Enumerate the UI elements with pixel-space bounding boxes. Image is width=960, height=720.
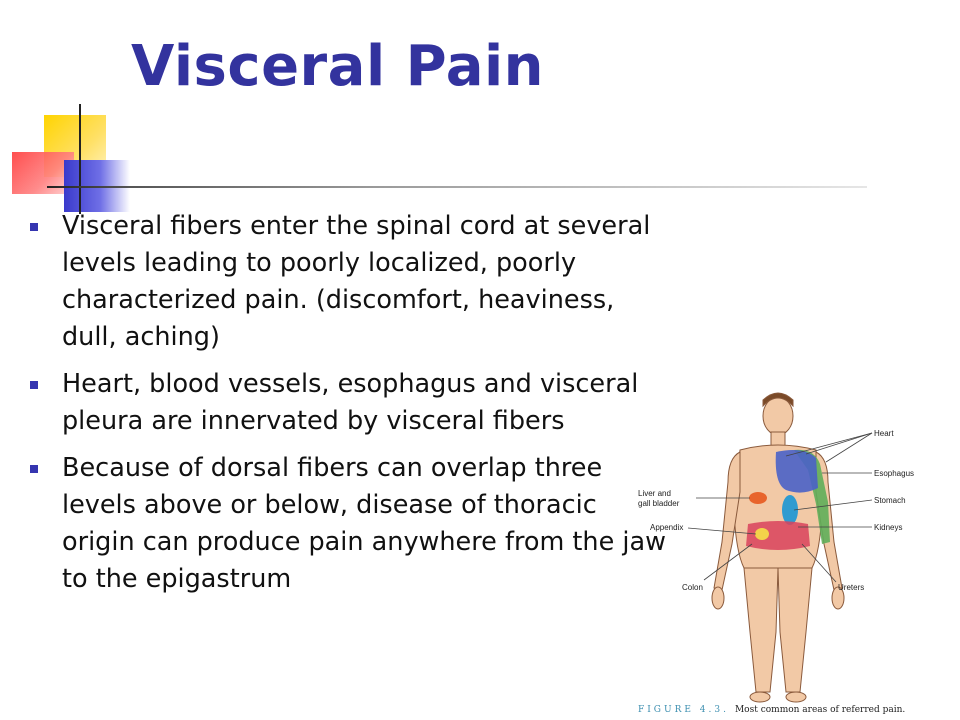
label-liver-line2: gall bladder — [638, 499, 680, 508]
label-heart: Heart — [874, 429, 894, 438]
figure-caption: FIGURE 4.3. Most common areas of referred… — [638, 705, 905, 715]
bullet-text: Heart, blood vessels, esophagus and visc… — [62, 369, 639, 436]
figure-caption-text: Most common areas of referred pain. — [734, 705, 906, 715]
slide-title: Visceral Pain — [131, 34, 545, 99]
appendix-region — [755, 528, 769, 540]
bullet-text: Because of dorsal fibers can overlap thr… — [62, 453, 666, 594]
title-divider-line — [47, 186, 867, 188]
figure-caption-number: FIGURE 4.3. — [638, 705, 729, 715]
heart-region — [775, 450, 818, 493]
label-appendix: Appendix — [650, 523, 683, 532]
liver-region — [749, 492, 767, 504]
bullet-marker-icon — [30, 223, 38, 231]
label-esophagus: Esophagus — [874, 469, 914, 478]
bullet-list: Visceral fibers enter the spinal cord at… — [26, 208, 666, 608]
label-kidneys: Kidneys — [874, 523, 902, 532]
label-colon: Colon — [682, 583, 703, 592]
leader-lines — [687, 432, 873, 583]
accent-vertical-line — [79, 104, 81, 214]
pain-regions — [746, 449, 830, 550]
stomach-region — [782, 495, 798, 525]
bullet-marker-icon — [30, 465, 38, 473]
label-liver-line1: Liver and — [638, 489, 671, 498]
label-ureters: Ureters — [838, 583, 864, 592]
referred-pain-figure: Heart Esophagus Stomach Kidneys Ureters … — [638, 392, 914, 703]
bullet-item: Heart, blood vessels, esophagus and visc… — [26, 366, 666, 440]
bullet-marker-icon — [30, 381, 38, 389]
bullet-item: Visceral fibers enter the spinal cord at… — [26, 208, 666, 356]
esophagus-region — [794, 449, 830, 544]
label-stomach: Stomach — [874, 496, 906, 505]
bullet-text: Visceral fibers enter the spinal cord at… — [62, 211, 651, 352]
bullet-item: Because of dorsal fibers can overlap thr… — [26, 450, 666, 598]
